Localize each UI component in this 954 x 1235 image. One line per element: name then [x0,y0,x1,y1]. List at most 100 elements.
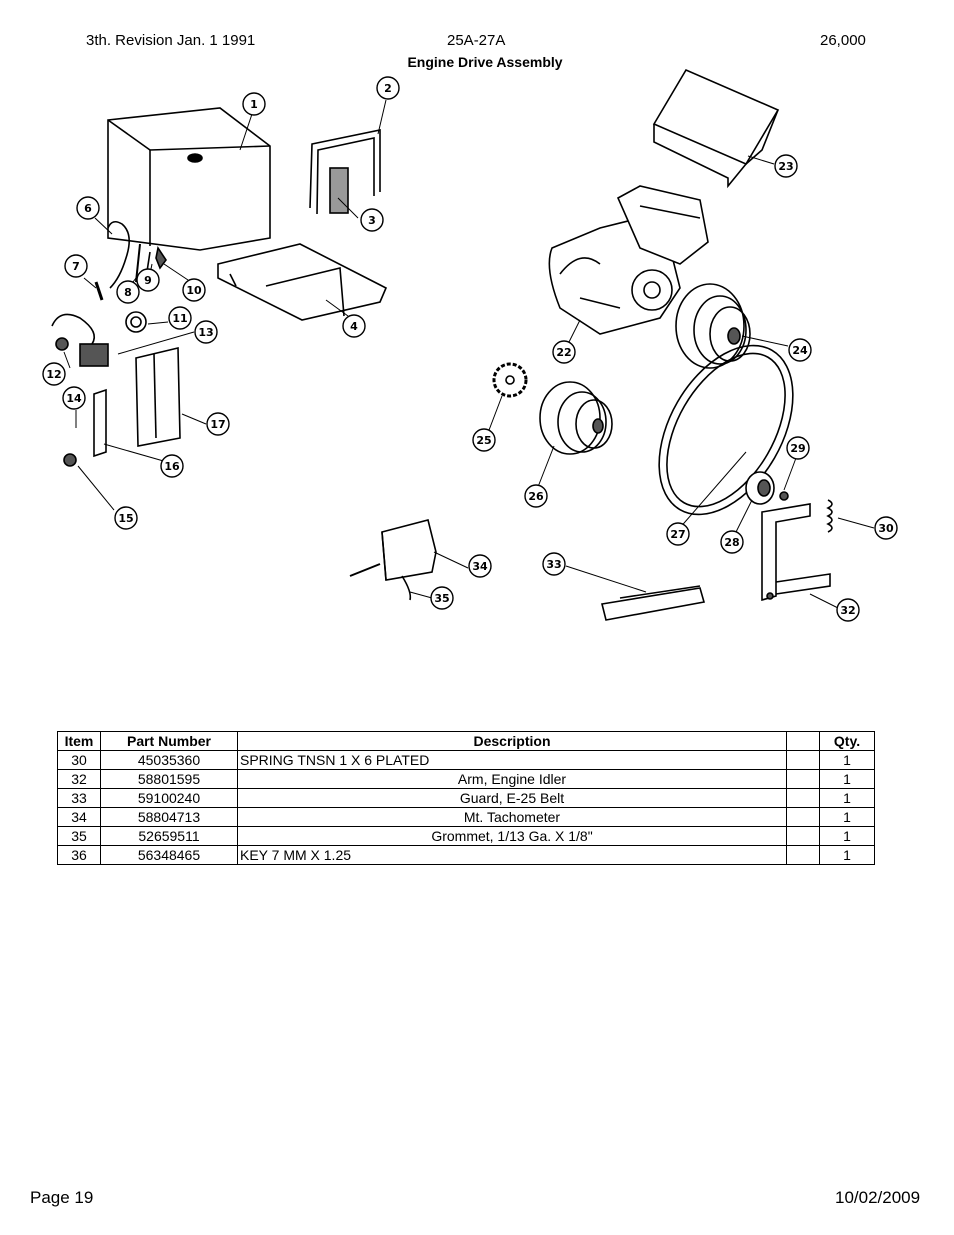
callout-27: 27 [666,522,690,546]
svg-text:13: 13 [198,326,213,339]
cell-part-number: 52659511 [100,826,238,846]
svg-text:4: 4 [350,320,358,333]
header-revision: 3th. Revision Jan. 1 1991 [86,32,256,49]
cell-qty: 1 [819,769,875,789]
idler-arm-drawing [761,503,831,602]
engine-drawing [548,185,709,335]
callout-11: 11 [168,306,192,330]
callout-4: 4 [342,314,366,338]
cell-description: SPRING TNSN 1 X 6 PLATED [237,750,787,770]
footer-date: 10/02/2009 [835,1188,921,1207]
svg-text:25: 25 [476,434,491,447]
cell-item: 33 [57,788,101,808]
clutch-pulley-drawing [539,381,613,455]
cell-qty: 1 [819,845,875,865]
cell-description: Grommet, 1/13 Ga. X 1/8" [237,826,787,846]
svg-text:10: 10 [186,284,202,297]
svg-text:14: 14 [66,392,82,405]
svg-text:27: 27 [670,528,685,541]
spring-drawing [826,499,833,533]
svg-text:29: 29 [790,442,805,455]
svg-text:2: 2 [384,82,392,95]
idler-pulley-drawing [745,471,789,505]
svg-text:8: 8 [124,286,132,299]
cell-part-number: 58804713 [100,807,238,827]
cell-part-number: 56348465 [100,845,238,865]
svg-text:15: 15 [118,512,133,525]
col-header-description: Description [237,731,787,751]
svg-text:17: 17 [210,418,225,431]
svg-text:11: 11 [172,312,187,325]
cell-item: 35 [57,826,101,846]
svg-text:28: 28 [724,536,739,549]
col-header-blank [786,731,820,751]
svg-text:12: 12 [46,368,61,381]
wire-harness-drawing [51,311,147,367]
svg-text:23: 23 [778,160,793,173]
cell-description: KEY 7 MM X 1.25 [237,845,787,865]
svg-text:32: 32 [840,604,855,617]
svg-text:33: 33 [546,558,561,571]
svg-text:3: 3 [368,214,376,227]
svg-text:6: 6 [84,202,92,215]
col-header-item: Item [57,731,101,751]
svg-text:30: 30 [878,522,894,535]
callout-26: 26 [524,484,548,508]
col-header-part-number: Part Number [100,731,238,751]
svg-text:34: 34 [472,560,488,573]
fuel-tank-drawing [107,107,271,251]
callout-12: 12 [42,362,66,386]
col-header-qty: Qty. [819,731,875,751]
sprocket-drawing [492,362,528,398]
callout-17: 17 [206,412,230,436]
cell-blank [786,788,820,808]
engine-bracket-drawing [652,68,780,189]
callout-6: 6 [76,196,100,220]
callout-30: 30 [874,516,898,540]
cell-item: 36 [57,845,101,865]
bracket-screen-drawing [309,129,381,215]
callout-35: 35 [430,586,454,610]
cell-item: 32 [57,769,101,789]
cell-part-number: 59100240 [100,788,238,808]
cell-qty: 1 [819,826,875,846]
svg-text:9: 9 [144,274,152,287]
callout-34: 34 [468,554,492,578]
callout-13: 13 [194,320,218,344]
header-code: 26,000 [820,32,866,49]
header-model: 25A-27A [447,32,506,49]
cell-part-number: 58801595 [100,769,238,789]
cell-item: 34 [57,807,101,827]
callout-16: 16 [160,454,184,478]
frame-drawing [217,243,388,321]
svg-text:26: 26 [528,490,544,503]
svg-text:22: 22 [556,346,571,359]
footer-page-number: Page 19 [30,1188,94,1207]
callout-32: 32 [836,598,860,622]
callout-24: 24 [788,338,812,362]
svg-text:35: 35 [434,592,449,605]
callout-33: 33 [542,552,566,576]
cell-blank [786,807,820,827]
page-title: Engine Drive Assembly [407,54,563,70]
engine-pulley-drawing [675,283,751,369]
cell-blank [786,750,820,770]
callout-25: 25 [472,428,496,452]
callout-28: 28 [720,530,744,554]
belt-guard-drawing [601,585,706,621]
callout-7: 7 [64,254,88,278]
cell-description: Mt. Tachometer [237,807,787,827]
callout-23: 23 [774,154,798,178]
callout-10: 10 [182,278,206,302]
cell-part-number: 45035360 [100,750,238,770]
callout-8: 8 [116,280,140,304]
cell-blank [786,769,820,789]
cell-item: 30 [57,750,101,770]
